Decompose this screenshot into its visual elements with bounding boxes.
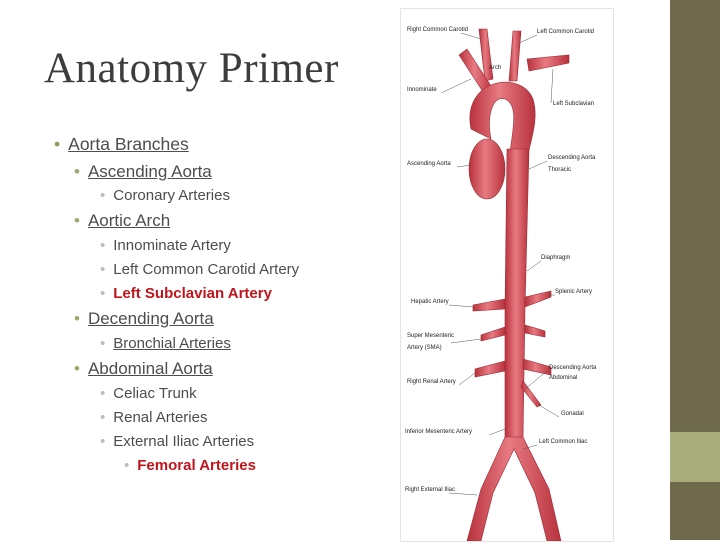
- bullet-dot-icon: •: [100, 187, 106, 204]
- label-left-common-iliac: Left Common Iliac: [539, 439, 587, 445]
- bullet-bronchial-arteries: • Bronchial Arteries: [100, 335, 231, 352]
- bullet-left-common-carotid-artery: • Left Common Carotid Artery: [100, 261, 299, 278]
- label-innominate: Innominate: [407, 87, 437, 93]
- label-left-subclavian: Left Subclavian: [553, 101, 594, 107]
- bullet-ascending-aorta: • Ascending Aorta: [74, 162, 212, 182]
- label-arch: Arch: [489, 65, 501, 71]
- ascending-aorta-vessel: [468, 138, 506, 200]
- descending-aorta-vessel: [504, 148, 530, 440]
- label-thoracic: Thoracic: [548, 167, 571, 173]
- bullet-text: Decending Aorta: [87, 309, 214, 328]
- left-renal-vessel: [522, 358, 552, 376]
- sma-right-vessel: [524, 324, 546, 338]
- bullet-left-subclavian-artery: • Left Subclavian Artery: [100, 285, 272, 302]
- side-bar-dark-block: [670, 0, 720, 432]
- iliac-arteries-vessel: [466, 436, 562, 542]
- decorative-side-bar: [670, 0, 720, 540]
- bullet-text: Bronchial Arteries: [113, 335, 231, 352]
- bullet-dot-icon: •: [124, 457, 130, 474]
- bullet-text: Renal Arteries: [113, 409, 208, 426]
- bullet-renal-arteries: • Renal Arteries: [100, 409, 207, 426]
- label-leader-lines: [440, 32, 560, 496]
- side-bar-light-block: [670, 432, 720, 482]
- bullet-coronary-arteries: • Coronary Arteries: [100, 187, 230, 204]
- label-descending-aorta: Descending Aorta: [548, 155, 596, 161]
- splenic-artery-vessel: [524, 290, 552, 308]
- bullet-dot-icon: •: [100, 335, 106, 352]
- bullet-text: Aorta Branches: [68, 134, 189, 154]
- label-right-external-iliac: Right External Iliac: [405, 487, 455, 493]
- bullet-text: Femoral Arteries: [137, 457, 256, 474]
- aorta-illustration: [458, 28, 570, 542]
- side-bar-dark-block-bottom: [670, 482, 720, 540]
- right-common-carotid-vessel: [478, 28, 494, 82]
- bullet-dot-icon: •: [100, 237, 106, 254]
- label-artery-sma: Artery (SMA): [407, 345, 442, 351]
- bullet-dot-icon: •: [74, 211, 80, 230]
- bullet-text: Celiac Trunk: [113, 385, 197, 402]
- label-splenic-artery: Splenic Artery: [555, 289, 592, 295]
- bullet-text: Left Subclavian Artery: [113, 285, 272, 302]
- bullet-celiac-trunk: • Celiac Trunk: [100, 385, 197, 402]
- bullet-text: Coronary Arteries: [113, 187, 230, 204]
- gonadal-vessel: [520, 380, 542, 408]
- label-ascending-aorta: Ascending Aorta: [407, 161, 451, 167]
- aorta-diagram: Right Common Carotid Left Common Carotid…: [405, 27, 597, 542]
- label-left-common-carotid: Left Common Carotid: [537, 29, 594, 35]
- bullet-dot-icon: •: [100, 385, 106, 402]
- label-super-mesenteric: Super Mesenteric: [407, 333, 454, 339]
- bullet-abdominal-aorta: • Abdominal Aorta: [74, 359, 213, 379]
- bullet-text: Left Common Carotid Artery: [113, 261, 300, 278]
- bullet-text: Innominate Artery: [113, 237, 231, 254]
- bullet-dot-icon: •: [100, 261, 106, 278]
- label-right-renal-artery: Right Renal Artery: [407, 379, 456, 385]
- bullet-dot-icon: •: [74, 162, 80, 181]
- bullet-text: Ascending Aorta: [87, 162, 212, 181]
- bullet-external-iliac-arteries: • External Iliac Arteries: [100, 433, 254, 450]
- label-abdominal: Abdominal: [549, 375, 577, 381]
- bullet-dot-icon: •: [74, 359, 80, 378]
- label-right-common-carotid: Right Common Carotid: [407, 27, 468, 33]
- bullet-aorta-branches: • Aorta Branches: [54, 134, 189, 155]
- bullet-femoral-arteries: • Femoral Arteries: [124, 457, 256, 474]
- left-common-carotid-vessel: [508, 30, 522, 82]
- label-hepatic-artery: Hepatic Artery: [411, 299, 449, 305]
- bullet-text: Abdominal Aorta: [87, 359, 213, 378]
- label-diaphragm: Diaphragm: [541, 255, 570, 261]
- bullet-dot-icon: •: [100, 433, 106, 450]
- bullet-decending-aorta: • Decending Aorta: [74, 309, 214, 329]
- left-subclavian-vessel: [526, 54, 570, 72]
- bullet-dot-icon: •: [100, 409, 106, 426]
- bullet-text: External Iliac Arteries: [113, 433, 255, 450]
- aorta-diagram-panel: Right Common Carotid Left Common Carotid…: [400, 8, 614, 542]
- label-descending-aorta-2: Descending Aorta: [549, 365, 597, 371]
- bullet-dot-icon: •: [74, 309, 80, 328]
- bullet-dot-icon: •: [100, 285, 106, 302]
- right-renal-vessel: [474, 360, 506, 378]
- diagram-labels: Right Common Carotid Left Common Carotid…: [405, 27, 597, 493]
- bullet-aortic-arch: • Aortic Arch: [74, 211, 170, 231]
- hepatic-artery-vessel: [472, 298, 506, 312]
- label-inferior-mesenteric-artery: Inferior Mesenteric Artery: [405, 429, 472, 435]
- slide-title: Anatomy Primer: [44, 45, 339, 92]
- bullet-innominate-artery: • Innominate Artery: [100, 237, 231, 254]
- label-gonadal: Gonadal: [561, 411, 584, 417]
- sma-vessel: [480, 326, 506, 342]
- bullet-dot-icon: •: [54, 134, 61, 154]
- bullet-text: Aortic Arch: [87, 211, 171, 230]
